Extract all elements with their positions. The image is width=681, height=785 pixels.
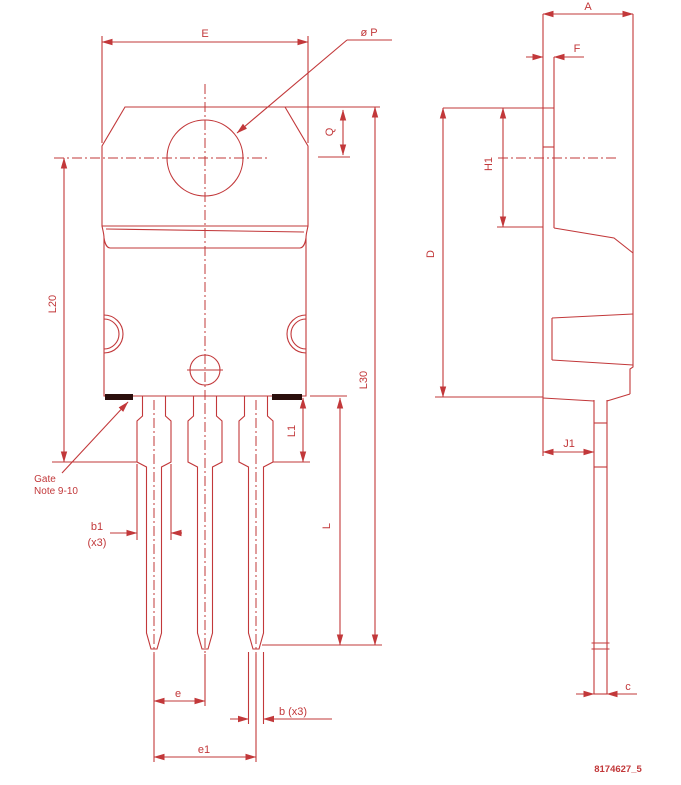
drawing-number: 8174627_5: [594, 764, 642, 775]
dim-Q: Q: [324, 109, 347, 156]
dim-e1-label: e1: [198, 744, 210, 756]
dim-Q-label: Q: [324, 127, 336, 136]
dim-L20: L20: [47, 157, 137, 463]
notch-left-outer: [103, 314, 124, 354]
dim-L1: L1: [286, 397, 307, 463]
dim-b: b (x3): [230, 652, 332, 724]
dim-A-label: A: [584, 1, 592, 13]
dim-F: F: [526, 43, 584, 61]
dim-J1-label: J1: [563, 438, 575, 450]
dim-H1: H1: [483, 107, 543, 228]
dim-H1-label: H1: [483, 157, 495, 171]
body-step-corner-right: [299, 237, 307, 249]
side-view: A F H1 D J1 c: [425, 1, 637, 698]
dim-L30-label: L30: [358, 371, 370, 389]
dim-D-label: D: [425, 250, 437, 258]
dim-E: E: [101, 28, 309, 143]
dim-L1-label: L1: [286, 425, 298, 437]
lead-2-outline: [187, 396, 223, 650]
dim-L-label: L: [321, 523, 333, 529]
side-body-back: [629, 14, 634, 394]
dim-b1-label: b1: [91, 521, 103, 533]
dim-A: A: [542, 1, 634, 18]
dim-e1: e1: [153, 654, 257, 762]
notch-left-inner: [103, 318, 120, 350]
dim-b1: b1 (x3): [88, 464, 182, 549]
dim-c-label: c: [625, 681, 631, 693]
dim-L30: L30: [358, 106, 379, 646]
gate-callout: Gate Note 9-10: [34, 401, 129, 497]
gate-mark-left: [105, 394, 133, 400]
gate-leader: [61, 401, 129, 474]
side-body-bottom-right: [606, 393, 631, 402]
dim-P-label: ø P: [360, 27, 377, 39]
side-body-bottom-left: [542, 397, 595, 402]
dim-e: e: [153, 654, 206, 706]
gate-label: Gate: [34, 474, 56, 485]
dim-E-label: E: [201, 28, 208, 40]
dim-c: c: [576, 681, 637, 698]
side-body-top-slant: [553, 227, 634, 254]
dim-D: D: [425, 107, 543, 398]
dim-b-label: b (x3): [279, 706, 307, 718]
dim-P: ø P: [236, 27, 392, 134]
dim-b1-qty-label: (x3): [88, 537, 107, 549]
front-view: E ø P Q L20 L1: [34, 27, 392, 762]
dim-J1: J1: [542, 438, 595, 456]
notch-right-inner: [290, 318, 307, 350]
side-notch-top: [551, 313, 634, 319]
gate-mark-right: [272, 394, 302, 400]
body-step-corner-left: [103, 237, 111, 249]
gate-note-label: Note 9-10: [34, 486, 78, 497]
dim-F-label: F: [574, 43, 581, 55]
dim-L20-label: L20: [47, 295, 59, 313]
dim-L: L: [321, 397, 344, 646]
dim-e-label: e: [175, 688, 181, 700]
notch-right-outer: [286, 314, 307, 354]
side-notch-bottom: [551, 359, 634, 366]
dim-P-leader: [236, 39, 348, 134]
